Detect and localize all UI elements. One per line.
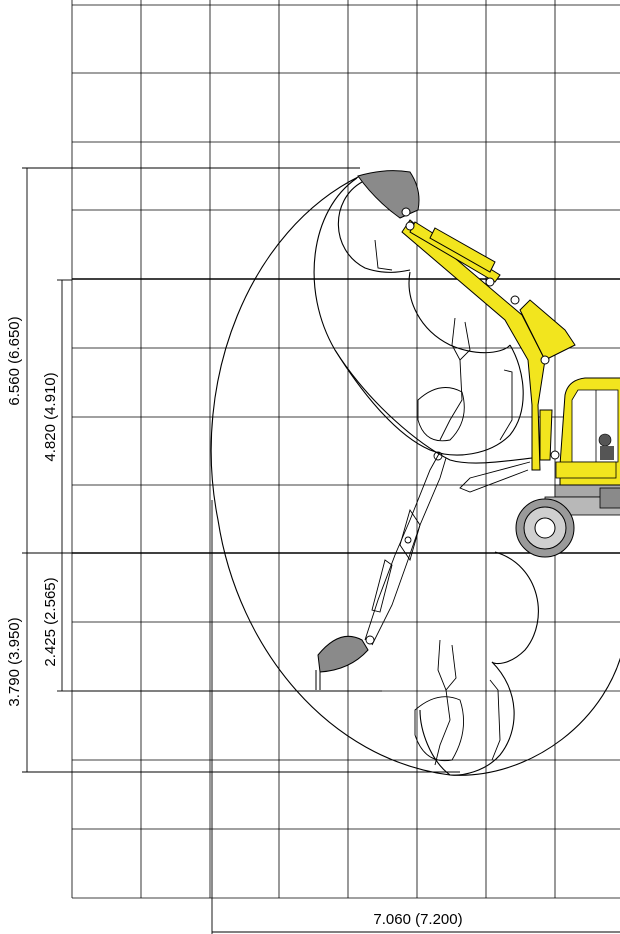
excavator-arm-outline-poses [364, 239, 531, 766]
dimension-lines [22, 167, 620, 934]
bucket-icon-bottom [315, 635, 369, 690]
dim-label-max-dig-depth: 3.790 (3.950) [6, 617, 23, 706]
dim-label-vertical-wall-depth: 2.425 (2.565) [42, 577, 59, 666]
dim-label-max-reach: 7.060 (7.200) [373, 911, 462, 928]
working-range-envelope [210, 175, 620, 776]
bucket-icon-top [357, 170, 420, 219]
dim-label-max-dig-height: 6.560 (6.650) [6, 316, 23, 405]
excavator-body [515, 377, 620, 558]
dim-label-max-dump-height: 4.820 (4.910) [42, 372, 59, 461]
excavator-arm-raised [401, 219, 576, 471]
